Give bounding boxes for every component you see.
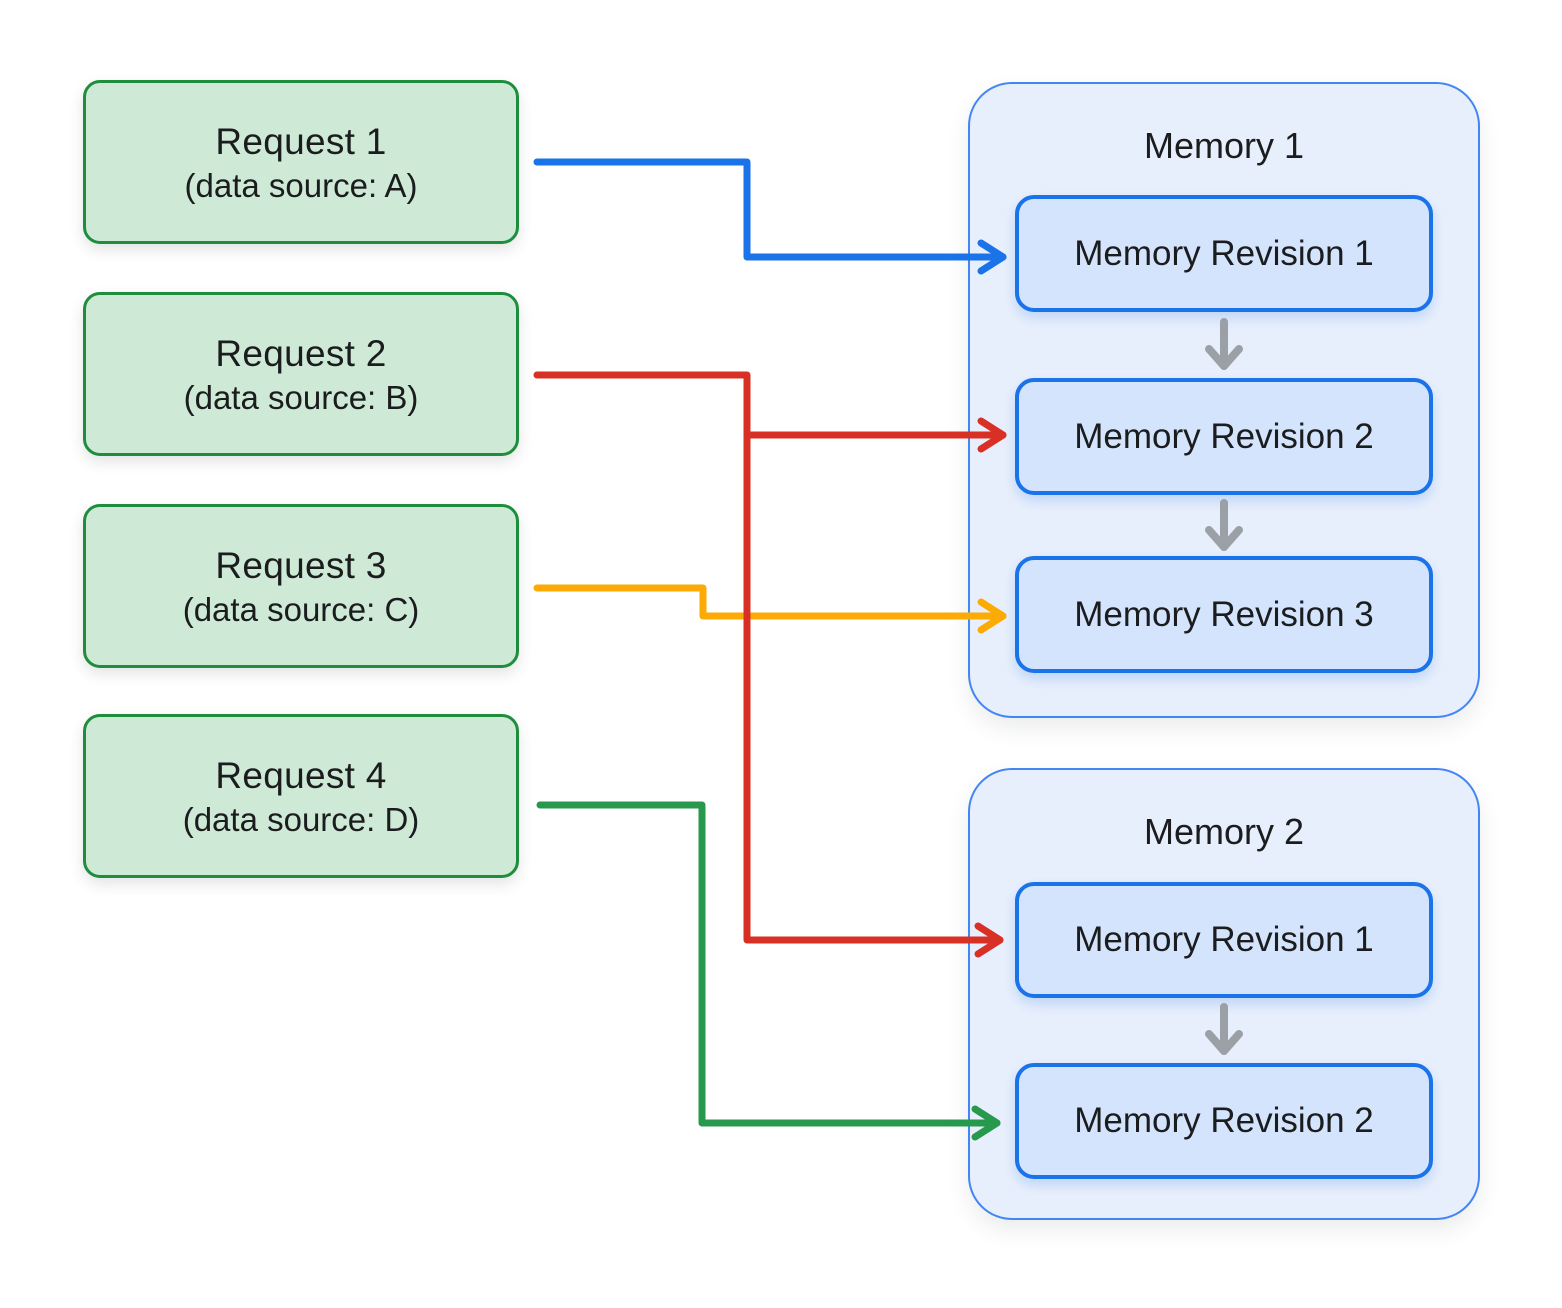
memory-1-revision-2: Memory Revision 2 [1015,378,1433,495]
memory-1-revision-1: Memory Revision 1 [1015,195,1433,312]
request-1-title: Request 1 [215,120,387,162]
memory-2-title: Memory 2 [1143,811,1305,852]
request-1-datasource: (data source: A) [184,166,418,204]
request-4-datasource: (data source: D) [182,800,420,838]
request-4-title: Request 4 [215,754,387,796]
memory-1-revision-3: Memory Revision 3 [1015,556,1433,673]
connector-request4-to-memory2-revision2 [536,801,1001,1127]
request-2-title: Request 2 [215,332,387,374]
request-2-datasource: (data source: B) [183,378,419,416]
memory-2-revision-2: Memory Revision 2 [1015,1063,1433,1179]
request-1-node: Request 1 (data source: A) [83,80,519,244]
connector-request2-to-memory2-revision1 [533,371,1004,944]
memory-1-title: Memory 1 [1143,125,1305,166]
memory-2-revision-1: Memory Revision 1 [1015,882,1433,998]
request-3-datasource: (data source: C) [182,590,420,628]
connector-request3-to-memory1-revision3 [533,584,1007,620]
connector-request1-to-memory1-revision1 [533,158,1007,261]
request-3-title: Request 3 [215,544,387,586]
memory-1-container: Memory 1 Memory Revision 1 Memory Revisi… [968,82,1480,718]
memory-2-container: Memory 2 Memory Revision 1 Memory Revisi… [968,768,1480,1220]
request-4-node: Request 4 (data source: D) [83,714,519,878]
request-3-node: Request 3 (data source: C) [83,504,519,668]
request-2-node: Request 2 (data source: B) [83,292,519,456]
